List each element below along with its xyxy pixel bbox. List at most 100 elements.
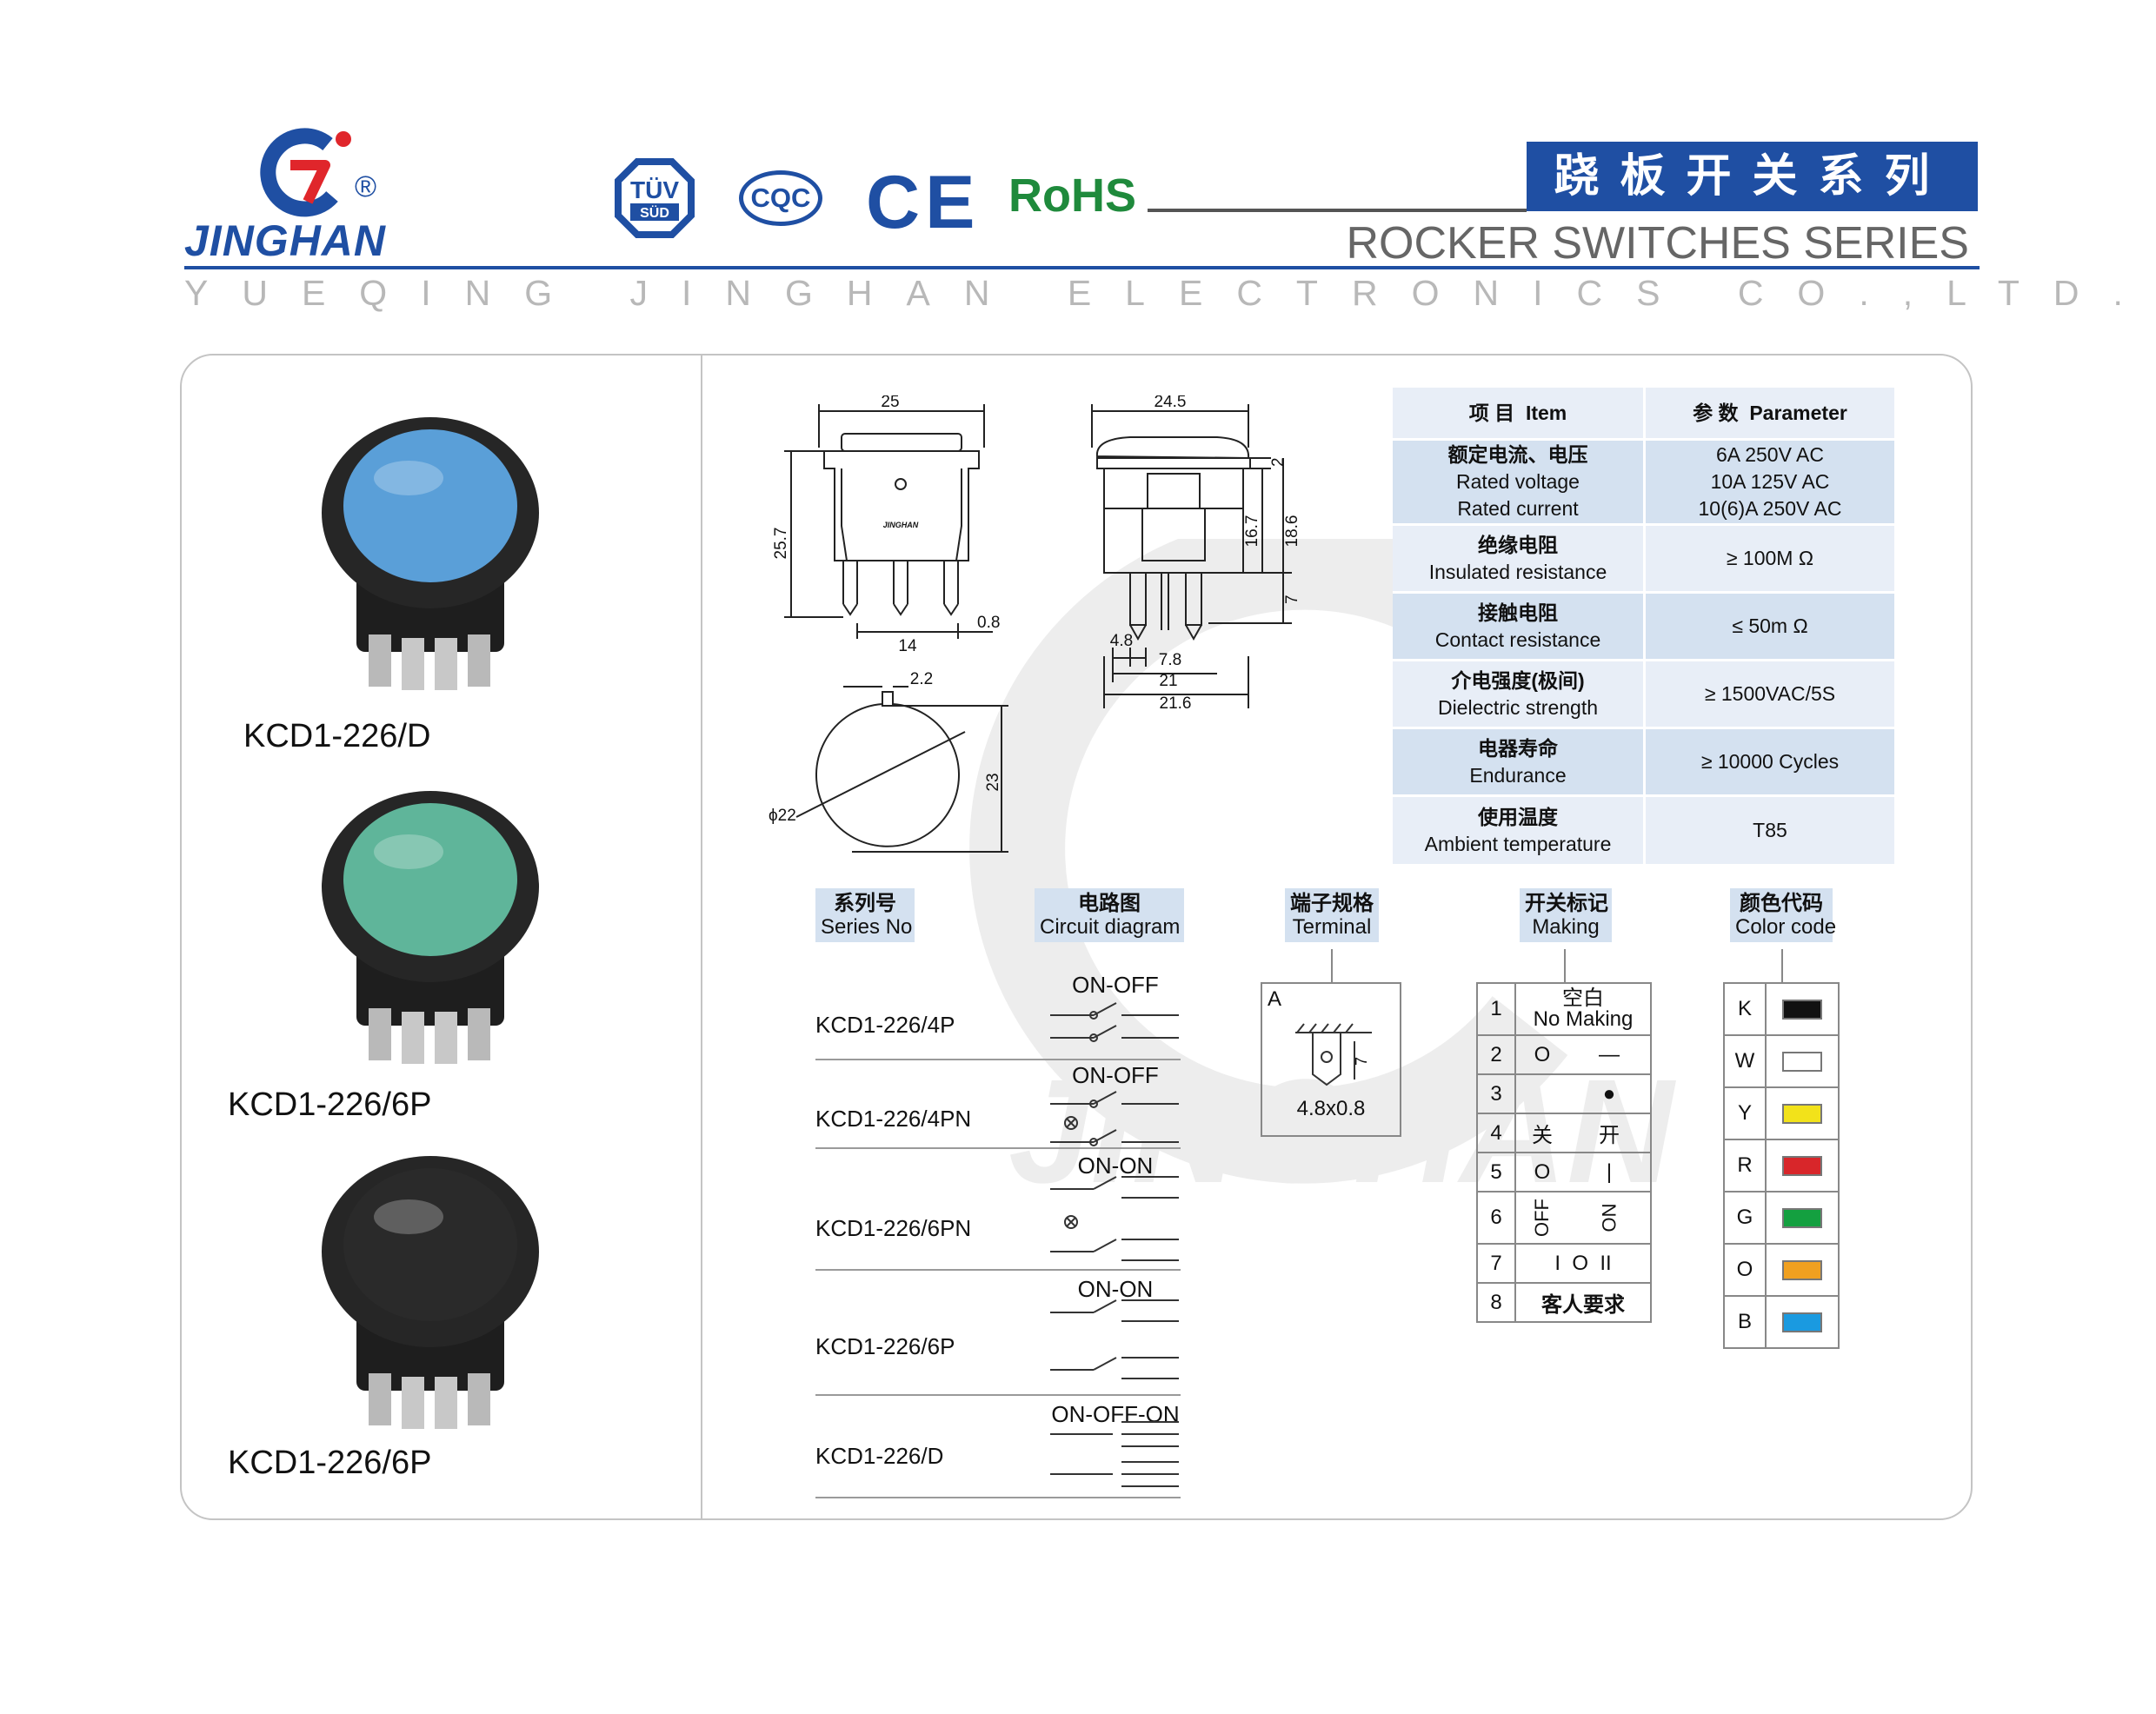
tuv-text: TÜV (630, 176, 679, 203)
rohs-mark: RoHS (1008, 169, 1136, 222)
color-letter: W (1723, 1034, 1767, 1088)
front-view-drawing: 25 25.7 14 0.8 JINGHAN (772, 395, 1000, 655)
jinghan-logo-icon (260, 128, 351, 217)
panel-cutout-drawing: 2.2 ϕ22 23 (769, 670, 1008, 853)
circuit-type-6p: ON-ON (1077, 1276, 1154, 1302)
registered-mark: ® (355, 170, 377, 203)
series-model-4pn: KCD1-226/4PN (815, 1106, 972, 1132)
ce-mark: CE (866, 161, 981, 244)
rocker-switch-photo (322, 1156, 539, 1429)
color-code-row: B (1723, 1295, 1840, 1349)
color-letter: G (1723, 1191, 1767, 1245)
dim-front-width: 25 (881, 395, 899, 411)
header-connectors (1331, 949, 1783, 982)
dim-side-h3: 18.6 (1283, 515, 1301, 548)
dim-cutout-key: 2.2 (910, 670, 933, 688)
dim-pin-thickness: 0.8 (977, 614, 1000, 632)
rocker-switch-photo (322, 417, 539, 690)
circuit-type-4p: ON-OFF (1072, 972, 1159, 998)
terminal-dim: 7 (1353, 1057, 1370, 1066)
color-swatch (1782, 1104, 1822, 1125)
parameter-header: 参 数 Parameter (1644, 388, 1894, 440)
row-divider (815, 1059, 1181, 1060)
color-swatch (1782, 1260, 1822, 1281)
series-title-cn: 跷板开关系列 (1527, 142, 1978, 211)
sud-text: SÜD (640, 204, 669, 221)
dim-front-height: 25.7 (772, 528, 790, 560)
color-code-row: O (1723, 1243, 1840, 1297)
dim-side-w3: 21 (1159, 672, 1177, 690)
series-title-en: ROCKER SWITCHES SERIES (1346, 218, 1969, 269)
color-code-row: W (1723, 1034, 1840, 1088)
cqc-mark: CQC (739, 170, 822, 226)
param-row: 介电强度(极间)Dielectric strength ≥ 1500VAC/5S (1393, 660, 1894, 728)
rocker-switch-photo (322, 791, 539, 1064)
header-rule (184, 266, 1980, 269)
terminal-icon: 7 (1295, 1023, 1372, 1086)
color-letter: Y (1723, 1086, 1767, 1140)
color-code-row: R (1723, 1139, 1840, 1192)
series-model-6pn: KCD1-226/6PN (815, 1215, 972, 1241)
dim-side-h1: 2 (1269, 457, 1288, 467)
series-model-6p: KCD1-226/6P (815, 1333, 955, 1359)
content-frame (180, 354, 1973, 1520)
series-model-d: KCD1-226/D (815, 1443, 944, 1469)
frame-divider (701, 355, 702, 1518)
dim-cutout-height: 23 (984, 773, 1002, 791)
dim-side-w2: 7.8 (1159, 651, 1181, 669)
color-swatch (1782, 1000, 1822, 1020)
product-model-2: KCD1-226/6P (228, 1086, 432, 1123)
circuit-diagrams (1050, 1002, 1179, 1487)
dim-cutout-dia: ϕ22 (769, 807, 796, 825)
row-divider (815, 1394, 1181, 1396)
brand-name: JINGHAN (184, 216, 387, 265)
series-rule (1148, 209, 1527, 212)
dim-side-w1: 4.8 (1110, 632, 1133, 650)
color-letter: B (1723, 1295, 1767, 1349)
color-swatch (1782, 1156, 1822, 1177)
company-name: YUEQING JINGHAN ELECTRONICS CO.,LTD. (184, 273, 2156, 313)
circuit-type-4pn: ON-OFF (1072, 1062, 1159, 1088)
color-code-row: K (1723, 982, 1840, 1036)
terminal-box: A 7 4.8x0.8 (1261, 982, 1401, 1137)
color-swatch (1782, 1312, 1822, 1333)
series-model-4p: KCD1-226/4P (815, 1012, 955, 1038)
row-divider (815, 1497, 1181, 1498)
row-divider (815, 1269, 1181, 1271)
dim-side-width: 24.5 (1155, 395, 1187, 411)
color-letter: O (1723, 1243, 1767, 1297)
dim-side-h4: 7 (1283, 595, 1301, 604)
terminal-size: 4.8x0.8 (1296, 1097, 1366, 1120)
dim-pin-spacing: 14 (898, 637, 917, 655)
front-marking: JINGHAN (883, 521, 919, 529)
tuv-sud-icon: TÜV SÜD (615, 158, 695, 238)
color-swatch (1782, 1208, 1822, 1229)
side-view-drawing: 24.5 2 16.7 18.6 7 4.8 7.8 21 21.6 (1091, 395, 1301, 713)
color-swatch (1782, 1052, 1822, 1073)
circuit-type-6pn: ON-ON (1077, 1153, 1154, 1179)
color-code-row: Y (1723, 1086, 1840, 1140)
terminal-code: A (1268, 987, 1282, 1011)
color-letter: R (1723, 1139, 1767, 1192)
item-header: 项 目 Item (1393, 388, 1646, 440)
making-row: 3● (1476, 1073, 1652, 1114)
color-code-row: G (1723, 1191, 1840, 1245)
product-model-3: KCD1-226/6P (228, 1445, 432, 1481)
